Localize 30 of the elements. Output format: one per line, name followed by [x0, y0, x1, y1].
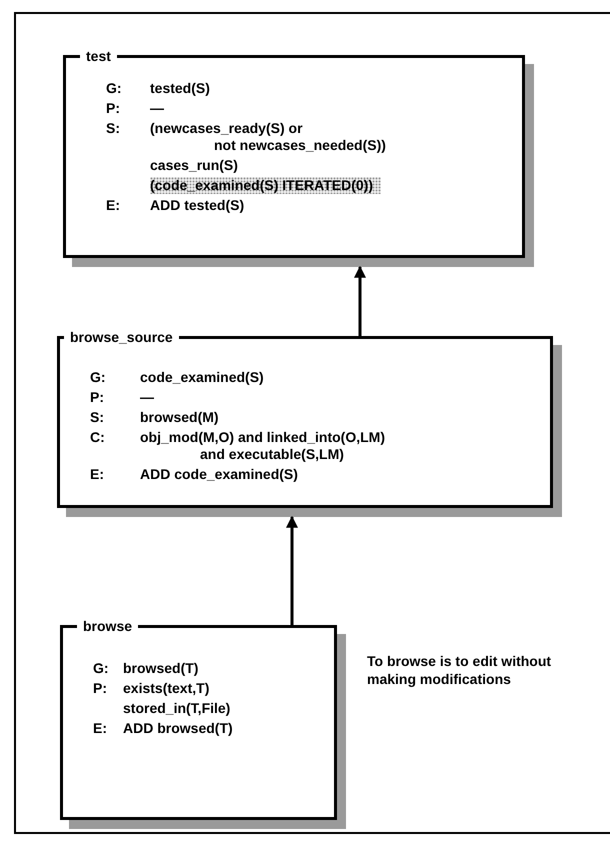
slot-key: P: — [106, 100, 120, 117]
slot-key: C: — [90, 429, 105, 446]
slot-key: G: — [93, 660, 109, 677]
slot-value: — — [140, 389, 154, 406]
slot-key: P: — [90, 389, 104, 406]
slot-value: browsed(M) — [140, 409, 219, 426]
slot-key: E: — [90, 466, 104, 483]
slot-value: cases_run(S) — [150, 157, 238, 174]
slot-key: E: — [93, 720, 107, 737]
slot-value: code_examined(S) — [140, 369, 264, 386]
slot-key: G: — [90, 369, 106, 386]
note-text: To browse is to edit without making modifications — [367, 652, 552, 688]
slot-value: — — [150, 100, 164, 117]
slot-key: S: — [106, 120, 120, 137]
slot-value: ADD browsed(T) — [123, 720, 233, 737]
slot-value: browsed(T) — [123, 660, 198, 677]
slot-value: stored_in(T,File) — [123, 700, 230, 717]
slot-key: G: — [106, 80, 122, 97]
highlighted-condition: (code_examined(S) ITERATED(0)) — [150, 177, 381, 194]
slot-key: E: — [106, 197, 120, 214]
slot-value: obj_mod(M,O) and linked_into(O,LM) and executable(S,LM) — [140, 429, 385, 463]
slot-key: P: — [93, 680, 107, 697]
arrow — [354, 266, 366, 336]
arrow — [286, 516, 298, 625]
slot-value: tested(S) — [150, 80, 210, 97]
slot-value: (newcases_ready(S) or not newcases_needed(S)) — [150, 120, 386, 154]
slot-value: ADD code_examined(S) — [140, 466, 298, 483]
slot-key: S: — [90, 409, 104, 426]
slot-value: ADD tested(S) — [150, 197, 244, 214]
slot-value: exists(text,T) — [123, 680, 210, 697]
